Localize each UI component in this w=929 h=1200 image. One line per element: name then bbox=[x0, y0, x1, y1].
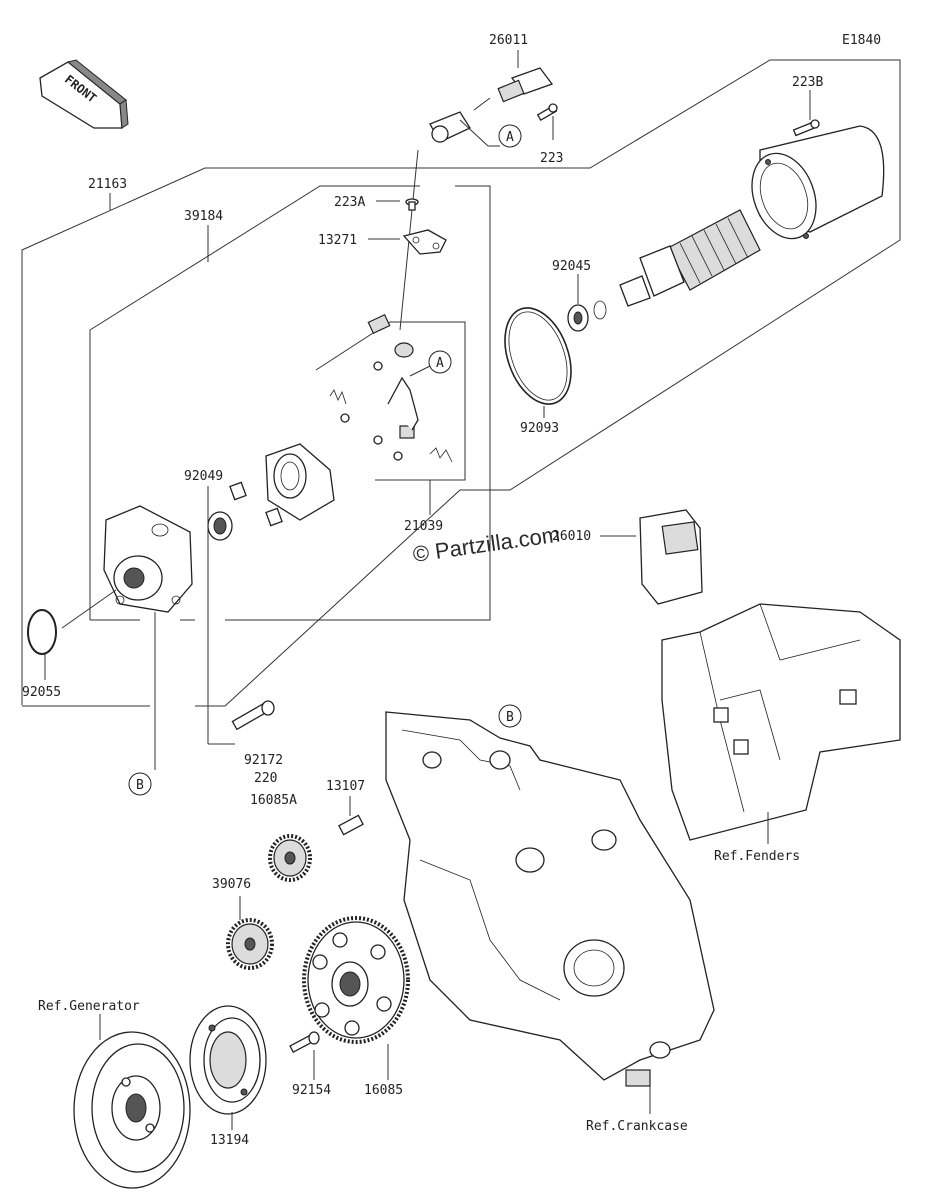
ref-label-crankcase: Ref.Crankcase bbox=[586, 1119, 688, 1134]
connector-26011 bbox=[399, 50, 554, 331]
part-label-16085: 16085 bbox=[364, 1083, 403, 1098]
bolt-92172 bbox=[231, 700, 275, 731]
part-label-92093: 92093 bbox=[520, 421, 559, 436]
o-ring-92055 bbox=[27, 609, 57, 655]
part-label-39184: 39184 bbox=[184, 209, 223, 224]
bolt-92154 bbox=[289, 1031, 320, 1054]
part-label-223a: 223A bbox=[334, 195, 365, 210]
callout-b-crankcase: B bbox=[498, 704, 522, 728]
part-label-21039: 21039 bbox=[404, 519, 443, 534]
part-label-13194: 13194 bbox=[210, 1133, 249, 1148]
part-label-92045: 92045 bbox=[552, 259, 591, 274]
part-label-16085a: 16085A bbox=[250, 793, 297, 808]
armature bbox=[619, 209, 761, 307]
gear-16085 bbox=[302, 916, 410, 1044]
part-label-39076: 39076 bbox=[212, 877, 251, 892]
generator-rotor bbox=[73, 1031, 191, 1189]
relay-26010 bbox=[639, 509, 703, 605]
front-arrow-icon: FRONT bbox=[39, 59, 129, 129]
diagram-code: E1840 bbox=[842, 33, 881, 48]
ref-label-fenders: Ref.Fenders bbox=[714, 849, 800, 864]
svg-text:A: A bbox=[436, 356, 444, 371]
callout-a-mid: A bbox=[428, 350, 452, 374]
part-label-13107: 13107 bbox=[326, 779, 365, 794]
bearing-92045 bbox=[567, 300, 607, 332]
clutch-13194 bbox=[189, 1005, 267, 1115]
part-label-92172: 92172 bbox=[244, 753, 283, 768]
plate-13271 bbox=[402, 229, 447, 255]
svg-text:B: B bbox=[136, 778, 144, 793]
gear-16085a bbox=[268, 834, 312, 882]
part-label-220: 220 bbox=[254, 771, 277, 786]
part-label-223: 223 bbox=[540, 151, 563, 166]
crankcase bbox=[385, 711, 715, 1087]
part-label-26011: 26011 bbox=[489, 33, 528, 48]
gear-39076 bbox=[226, 918, 274, 970]
fender-bracket bbox=[661, 603, 901, 841]
end-cover bbox=[103, 505, 193, 613]
svg-text:B: B bbox=[506, 710, 514, 725]
screw-223a bbox=[405, 198, 419, 211]
o-ring-92093 bbox=[504, 307, 572, 405]
part-label-92154: 92154 bbox=[292, 1083, 331, 1098]
pin-13107 bbox=[338, 814, 364, 836]
part-label-223b: 223B bbox=[792, 75, 823, 90]
part-label-26010: 26010 bbox=[552, 529, 591, 544]
motor-yoke bbox=[751, 125, 885, 240]
part-label-92049: 92049 bbox=[184, 469, 223, 484]
callout-a-top: A bbox=[498, 124, 522, 148]
part-label-13271: 13271 bbox=[318, 233, 357, 248]
part-label-92055: 92055 bbox=[22, 685, 61, 700]
screw-223b bbox=[792, 119, 820, 137]
part-label-21163: 21163 bbox=[88, 177, 127, 192]
ref-label-generator: Ref.Generator bbox=[38, 999, 140, 1014]
callout-b-left: B bbox=[128, 772, 152, 796]
seal-92049 bbox=[207, 511, 233, 541]
svg-text:A: A bbox=[506, 130, 514, 145]
brush-holder-21039 bbox=[229, 313, 453, 527]
screw-223 bbox=[536, 103, 558, 140]
assembly-outline-lines bbox=[21, 59, 901, 707]
